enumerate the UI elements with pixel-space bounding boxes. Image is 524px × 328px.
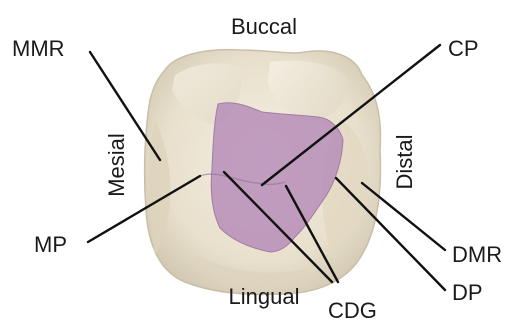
mp-label: MP bbox=[34, 232, 67, 257]
cp-label: CP bbox=[448, 36, 479, 61]
buccal-label: Buccal bbox=[231, 14, 297, 39]
distal-label: Distal bbox=[392, 134, 417, 189]
mmr-label: MMR bbox=[12, 36, 65, 61]
lingual-label: Lingual bbox=[229, 284, 300, 309]
mesial-label: Mesial bbox=[104, 133, 129, 197]
dmr-label: DMR bbox=[452, 242, 502, 267]
dp-label: DP bbox=[452, 280, 483, 305]
cdg-label: CDG bbox=[328, 298, 377, 323]
